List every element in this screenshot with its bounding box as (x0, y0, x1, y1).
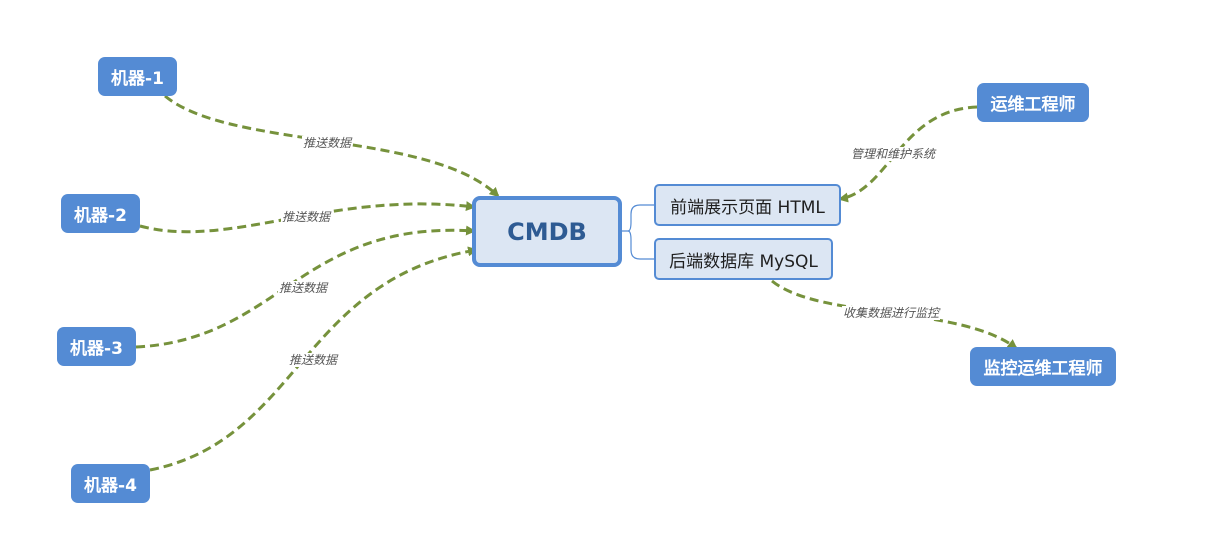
node-frontend-html-label: 前端展示页面 HTML (670, 197, 825, 218)
node-machine-3-label: 机器-3 (70, 339, 123, 359)
node-machine-2-label: 机器-2 (74, 206, 127, 226)
connector-cmdb-mysql (627, 230, 656, 260)
node-frontend-html[interactable]: 前端展示页面 HTML (654, 184, 841, 226)
node-machine-4-label: 机器-4 (84, 476, 137, 496)
node-cmdb-label: CMDB (507, 217, 587, 246)
node-ops-engineer-label: 运维工程师 (990, 95, 1076, 115)
edge-label-machine1: 推送数据 (302, 136, 353, 150)
node-machine-2[interactable]: 机器-2 (61, 194, 140, 233)
edge-mysql-monitor (771, 279, 1018, 350)
node-backend-mysql[interactable]: 后端数据库 MySQL (654, 238, 833, 280)
edge-label-monitor: 收集数据进行监控 (842, 306, 941, 320)
node-monitor-engineer-label: 监控运维工程师 (983, 359, 1103, 379)
node-ops-engineer[interactable]: 运维工程师 (977, 83, 1089, 122)
node-machine-3[interactable]: 机器-3 (57, 327, 136, 366)
connector-cmdb-html (621, 204, 656, 232)
edge-machine4-cmdb (149, 246, 478, 472)
node-machine-4[interactable]: 机器-4 (71, 464, 150, 503)
node-backend-mysql-label: 后端数据库 MySQL (669, 251, 818, 272)
edge-label-machine2: 推送数据 (281, 210, 332, 224)
node-monitor-engineer[interactable]: 监控运维工程师 (970, 347, 1116, 386)
node-cmdb[interactable]: CMDB (472, 196, 622, 267)
edge-label-machine4: 推送数据 (288, 353, 339, 367)
edge-label-machine3: 推送数据 (278, 281, 329, 295)
node-machine-1-label: 机器-1 (111, 69, 164, 89)
edge-label-ops: 管理和维护系统 (850, 147, 937, 161)
node-machine-1[interactable]: 机器-1 (98, 57, 177, 96)
